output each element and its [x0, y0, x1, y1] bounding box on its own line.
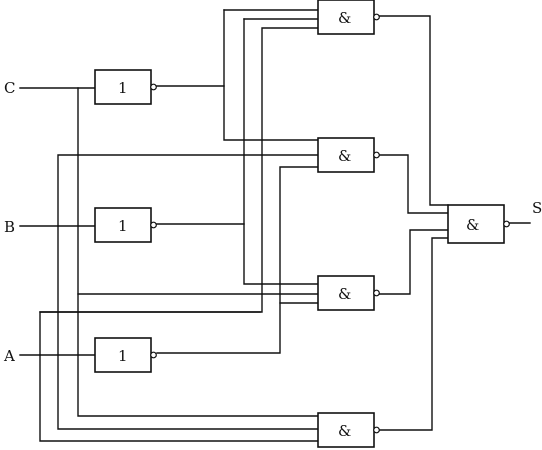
wire-a-true-up — [39, 27, 319, 356]
wire-c-true — [77, 87, 319, 417]
not-gate-c: 1 — [94, 69, 157, 105]
nand-gate-3: & — [317, 275, 380, 311]
not-gate-a: 1 — [94, 337, 157, 373]
wires — [19, 9, 531, 442]
wire-nand3-out — [377, 229, 449, 295]
input-label-a: A — [3, 347, 15, 365]
not-gate-b-symbol: 1 — [118, 217, 128, 235]
wire-nand4-out — [377, 237, 449, 431]
not-gate-b: 1 — [94, 207, 157, 243]
wire-not-c-bus — [223, 9, 319, 141]
nand-gate-1-symbol: & — [338, 9, 351, 27]
input-label-b: B — [4, 218, 15, 236]
nand-gate-4: & — [317, 412, 380, 448]
wire-nand2-out — [377, 154, 449, 214]
nand-gate-output: & — [447, 204, 510, 244]
nand-gate-2-symbol: & — [338, 147, 351, 165]
wire-not-a — [156, 166, 319, 354]
input-label-c: C — [4, 79, 15, 97]
nand-gate-4-symbol: & — [338, 422, 351, 440]
nand-gate-3-symbol: & — [338, 285, 351, 303]
wire-a-true — [39, 354, 319, 442]
nand-gate-output-symbol: & — [466, 216, 479, 234]
wire-b-true — [57, 154, 319, 227]
not-gate-c-symbol: 1 — [118, 79, 128, 97]
wire-nand1-out — [377, 15, 449, 206]
wire-not-b-bus — [243, 18, 319, 285]
nand-gate-1: & — [317, 0, 380, 35]
output-label-s: S — [532, 199, 542, 217]
nand-gate-2: & — [317, 137, 380, 173]
wire-b-true-down — [57, 225, 319, 430]
not-gate-a-symbol: 1 — [118, 347, 128, 365]
